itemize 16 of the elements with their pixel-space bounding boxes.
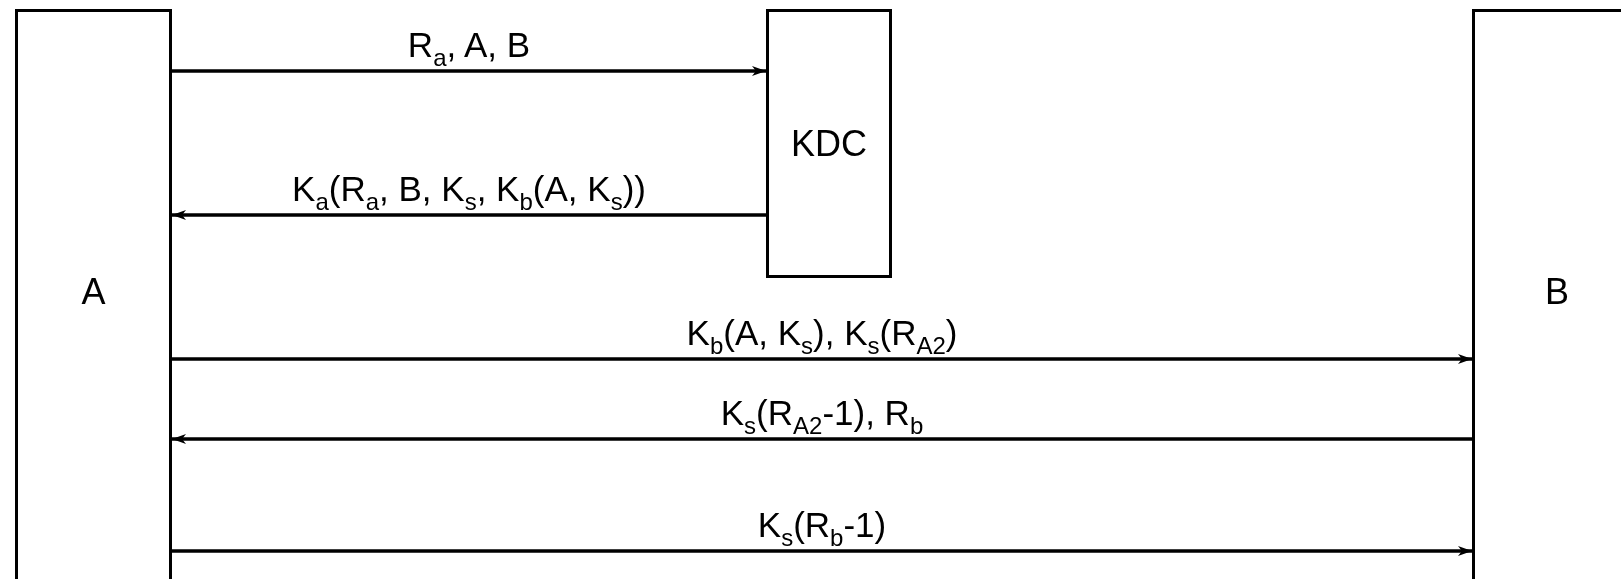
entity-box: [766, 9, 892, 278]
arrow: [172, 434, 1472, 444]
entity-label: KDC: [791, 122, 867, 165]
edge-label: K$_{b}$(A, K$_{s}$), K$_{s}$(R$_{A2}$): [686, 315, 958, 358]
arrow: [172, 66, 766, 76]
entity-box: [1472, 9, 1621, 579]
entity-box: [15, 9, 172, 579]
arrow: [172, 354, 1472, 364]
edge-label: K$_{s}$(R$_{A2}$-1), R$_{b}$: [720, 395, 924, 438]
arrow: [172, 546, 1472, 556]
entity-label: B: [1545, 271, 1569, 313]
arrow: [172, 210, 766, 220]
edge-label: R$_{a}$, A, B: [407, 27, 531, 70]
edge-label: K$_{s}$(R$_{b}$-1): [757, 507, 887, 550]
edge-label: K$_{a}$(R$_{a}$, B, K$_{s}$, K$_{b}$(A, K$_{s}$)): [292, 171, 646, 214]
entity-label: A: [81, 271, 106, 313]
